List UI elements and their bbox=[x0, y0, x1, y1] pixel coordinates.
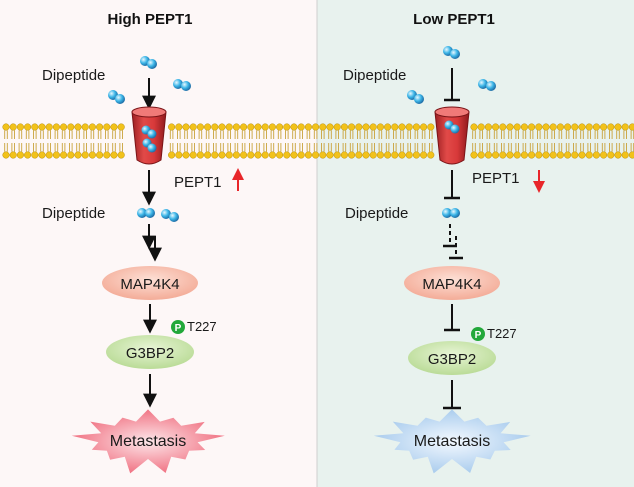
dipeptide-label-top: Dipeptide bbox=[343, 67, 406, 84]
metastasis-label: Metastasis bbox=[414, 433, 490, 450]
panel-high-title: High PEPT1 bbox=[107, 11, 192, 28]
svg-text:P: P bbox=[175, 323, 182, 334]
pept1-transporter bbox=[434, 106, 470, 165]
metastasis-burst-low bbox=[373, 409, 531, 474]
metastasis-burst-high bbox=[71, 409, 225, 474]
phospho-badge-icon: P bbox=[471, 327, 485, 341]
pept1-label: PEPT1 bbox=[174, 174, 222, 191]
g3bp2-node bbox=[408, 341, 496, 375]
dipeptide-icon bbox=[407, 90, 424, 104]
metastasis-inhibition bbox=[443, 380, 461, 410]
dipeptide-label-top: Dipeptide bbox=[42, 67, 105, 84]
import-inhibition bbox=[444, 68, 460, 102]
metastasis-label: Metastasis bbox=[110, 433, 186, 450]
panel-high-bg bbox=[0, 0, 317, 487]
dipeptide-icon bbox=[478, 79, 496, 91]
panel-low-bg bbox=[317, 0, 634, 487]
svg-text:P: P bbox=[475, 330, 482, 341]
dipeptide-icon bbox=[442, 208, 460, 218]
dipeptide-icon bbox=[140, 56, 157, 69]
map4k4-node bbox=[102, 266, 198, 300]
dipeptide-label-inner: Dipeptide bbox=[345, 205, 408, 222]
pept1-transporter bbox=[131, 106, 167, 165]
panel-low-title: Low PEPT1 bbox=[413, 11, 495, 28]
g3bp2-label: G3BP2 bbox=[428, 351, 476, 368]
dipeptide-icon bbox=[443, 46, 460, 59]
dipeptide-label-inner: Dipeptide bbox=[42, 205, 105, 222]
g3bp2-node bbox=[106, 335, 194, 369]
panel-low: Low PEPT1 Dipeptide PEPT1 Dipeptide bbox=[343, 11, 545, 474]
map4k4-node bbox=[404, 266, 500, 300]
dipeptide-icon bbox=[161, 209, 179, 222]
dipeptide-icon bbox=[108, 90, 125, 104]
map4k4-label: MAP4K4 bbox=[422, 276, 481, 293]
phospho-site-label: T227 bbox=[487, 326, 517, 341]
phospho-badge-icon: P bbox=[171, 320, 185, 334]
cell-membrane bbox=[2, 123, 634, 159]
map4k4-label: MAP4K4 bbox=[120, 276, 179, 293]
pept1-label: PEPT1 bbox=[472, 170, 520, 187]
dipeptide-icon bbox=[137, 208, 155, 218]
phosphorylation-inhibition bbox=[444, 304, 460, 332]
panel-high: High PEPT1 Dipeptide PEPT1 Dipeptide MAP… bbox=[42, 11, 244, 474]
g3bp2-label: G3BP2 bbox=[126, 345, 174, 362]
phospho-site-label: T227 bbox=[187, 319, 217, 334]
activation-inhibition-dashed bbox=[443, 224, 463, 260]
dipeptide-icon bbox=[173, 79, 191, 91]
transport-inhibition bbox=[444, 170, 460, 200]
